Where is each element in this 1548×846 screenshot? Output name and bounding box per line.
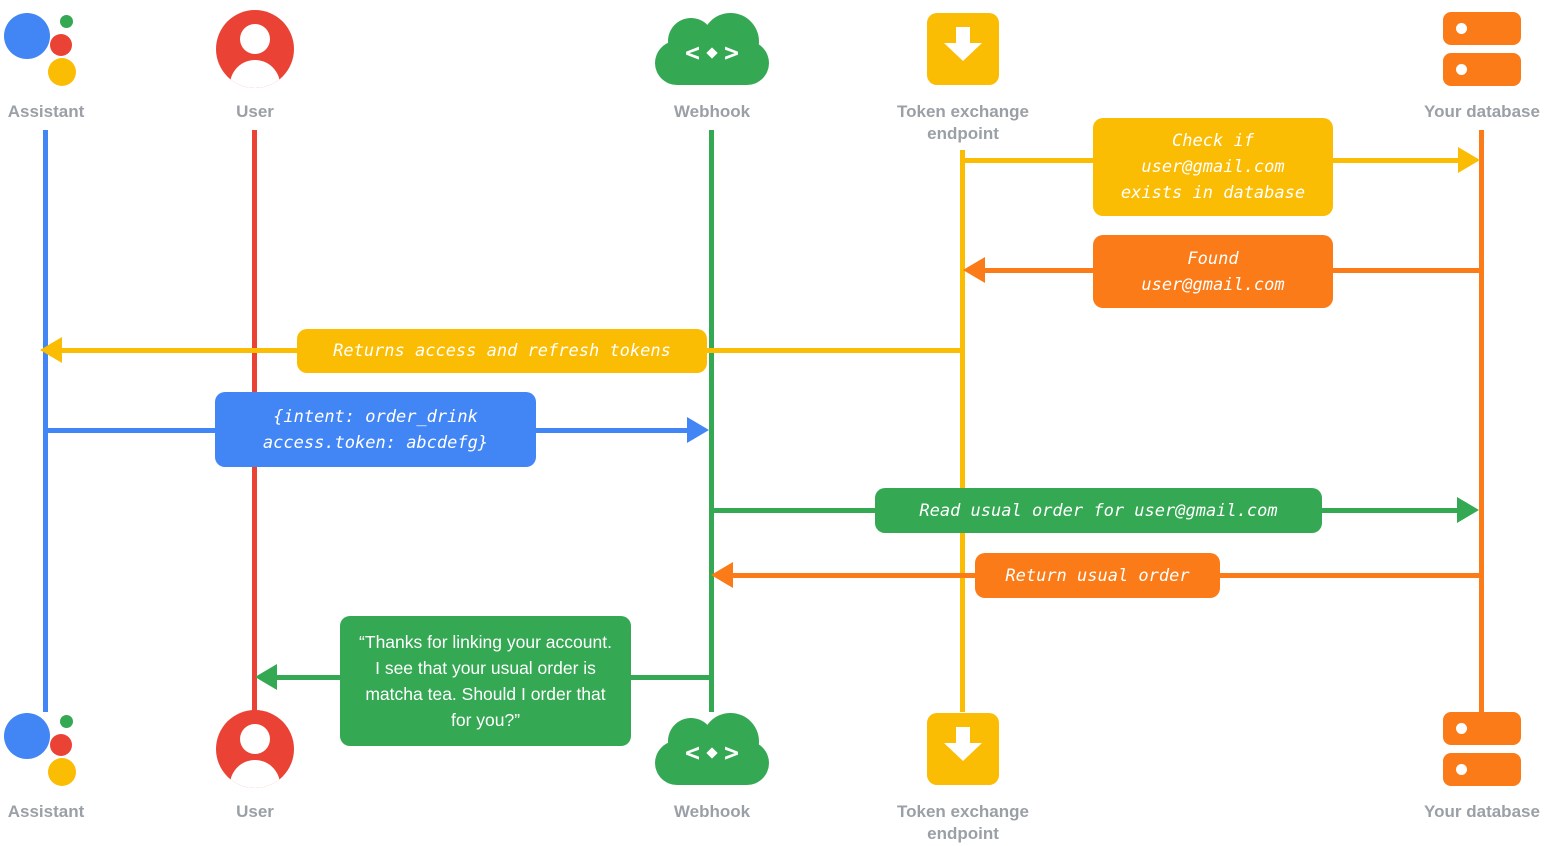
actor-label-database: Your database bbox=[1424, 102, 1540, 121]
actor-label-token-endpoint: Token exchange endpoint bbox=[897, 102, 1029, 143]
logo-dot bbox=[4, 713, 50, 759]
arrow-intent-head bbox=[687, 417, 709, 443]
logo-dot bbox=[48, 58, 76, 86]
arrow-read-order-head bbox=[1457, 497, 1479, 523]
actor-database-bottom: Your database bbox=[1407, 706, 1548, 823]
message-check-exists: Check if user@gmail.com exists in databa… bbox=[1093, 118, 1333, 216]
actor-user-top: User bbox=[195, 6, 315, 123]
code-bracket-right: > bbox=[724, 738, 740, 767]
google-assistant-logo bbox=[4, 7, 88, 91]
logo-dot bbox=[50, 734, 72, 756]
google-assistant-logo bbox=[4, 707, 88, 791]
actor-label-token-endpoint: Token exchange endpoint bbox=[897, 802, 1029, 843]
message-returns-tokens: Returns access and refresh tokens bbox=[297, 329, 707, 373]
arrow-check-exists-head bbox=[1458, 147, 1480, 173]
arrow-reply-head bbox=[255, 664, 277, 690]
actor-label-assistant: Assistant bbox=[7, 802, 85, 821]
message-line: Check if bbox=[1172, 131, 1254, 151]
message-line: exists in database bbox=[1120, 183, 1306, 203]
logo-dot bbox=[60, 715, 73, 728]
arrow-returns-tokens-head bbox=[40, 337, 62, 363]
actor-label-database: Your database bbox=[1424, 802, 1540, 821]
message-line: “Thanks for linking your account. I see … bbox=[359, 632, 612, 730]
actor-label-webhook: Webhook bbox=[673, 802, 751, 821]
code-diamond bbox=[706, 46, 718, 59]
code-bracket-left: < bbox=[684, 38, 700, 67]
logo-dot bbox=[4, 13, 50, 59]
message-line: Read usual order for user@gmail.com bbox=[919, 500, 1278, 521]
database-lifeline bbox=[1479, 130, 1484, 712]
message-return-order: Return usual order bbox=[975, 553, 1220, 598]
message-intent: {intent: order_drink access.token: abcde… bbox=[215, 392, 536, 467]
actor-label-user: User bbox=[236, 102, 274, 121]
arrow-found-user-head bbox=[963, 257, 985, 283]
actor-user-bottom: User bbox=[195, 706, 315, 823]
inbox-download-icon bbox=[927, 713, 999, 785]
arrow-return-order-head bbox=[711, 562, 733, 588]
logo-dot bbox=[60, 15, 73, 28]
message-line: Returns access and refresh tokens bbox=[333, 341, 671, 361]
webhook-lifeline bbox=[709, 130, 714, 712]
actor-database-top: Your database bbox=[1407, 6, 1548, 123]
logo-dot bbox=[48, 758, 76, 786]
actor-assistant-bottom: Assistant bbox=[0, 706, 92, 823]
actor-webhook-bottom: < > Webhook bbox=[632, 706, 792, 823]
actor-label-user: User bbox=[236, 802, 274, 821]
code-bracket-left: < bbox=[684, 738, 700, 767]
user-avatar-icon bbox=[216, 710, 294, 788]
message-found-user: Found user@gmail.com bbox=[1093, 235, 1333, 308]
logo-dot bbox=[50, 34, 72, 56]
user-avatar-icon bbox=[216, 10, 294, 88]
token-endpoint-lifeline bbox=[960, 150, 965, 712]
actor-token-endpoint-top: Token exchange endpoint bbox=[873, 6, 1053, 145]
actor-label-assistant: Assistant bbox=[7, 102, 85, 121]
message-assistant-reply: “Thanks for linking your account. I see … bbox=[340, 616, 631, 746]
actor-assistant-top: Assistant bbox=[0, 6, 92, 123]
message-read-order: Read usual order for user@gmail.com bbox=[875, 488, 1322, 533]
actor-webhook-top: < > Webhook bbox=[632, 6, 792, 123]
message-line: Found bbox=[1187, 248, 1239, 269]
inbox-download-icon bbox=[927, 13, 999, 85]
database-icon bbox=[1443, 712, 1521, 786]
database-icon bbox=[1443, 12, 1521, 86]
cloud-code-icon: < > bbox=[655, 13, 769, 85]
actor-token-endpoint-bottom: Token exchange endpoint bbox=[873, 706, 1053, 845]
message-line: {intent: order_drink bbox=[273, 406, 478, 427]
actor-label-webhook: Webhook bbox=[673, 102, 751, 121]
message-line: access.token: abcdefg} bbox=[262, 432, 489, 453]
cloud-code-icon: < > bbox=[655, 713, 769, 785]
message-line: user@gmail.com bbox=[1141, 274, 1285, 295]
code-diamond bbox=[706, 746, 718, 759]
code-bracket-right: > bbox=[724, 38, 740, 67]
message-line: user@gmail.com bbox=[1141, 157, 1285, 177]
message-line: Return usual order bbox=[1005, 565, 1190, 586]
assistant-lifeline bbox=[43, 130, 48, 712]
